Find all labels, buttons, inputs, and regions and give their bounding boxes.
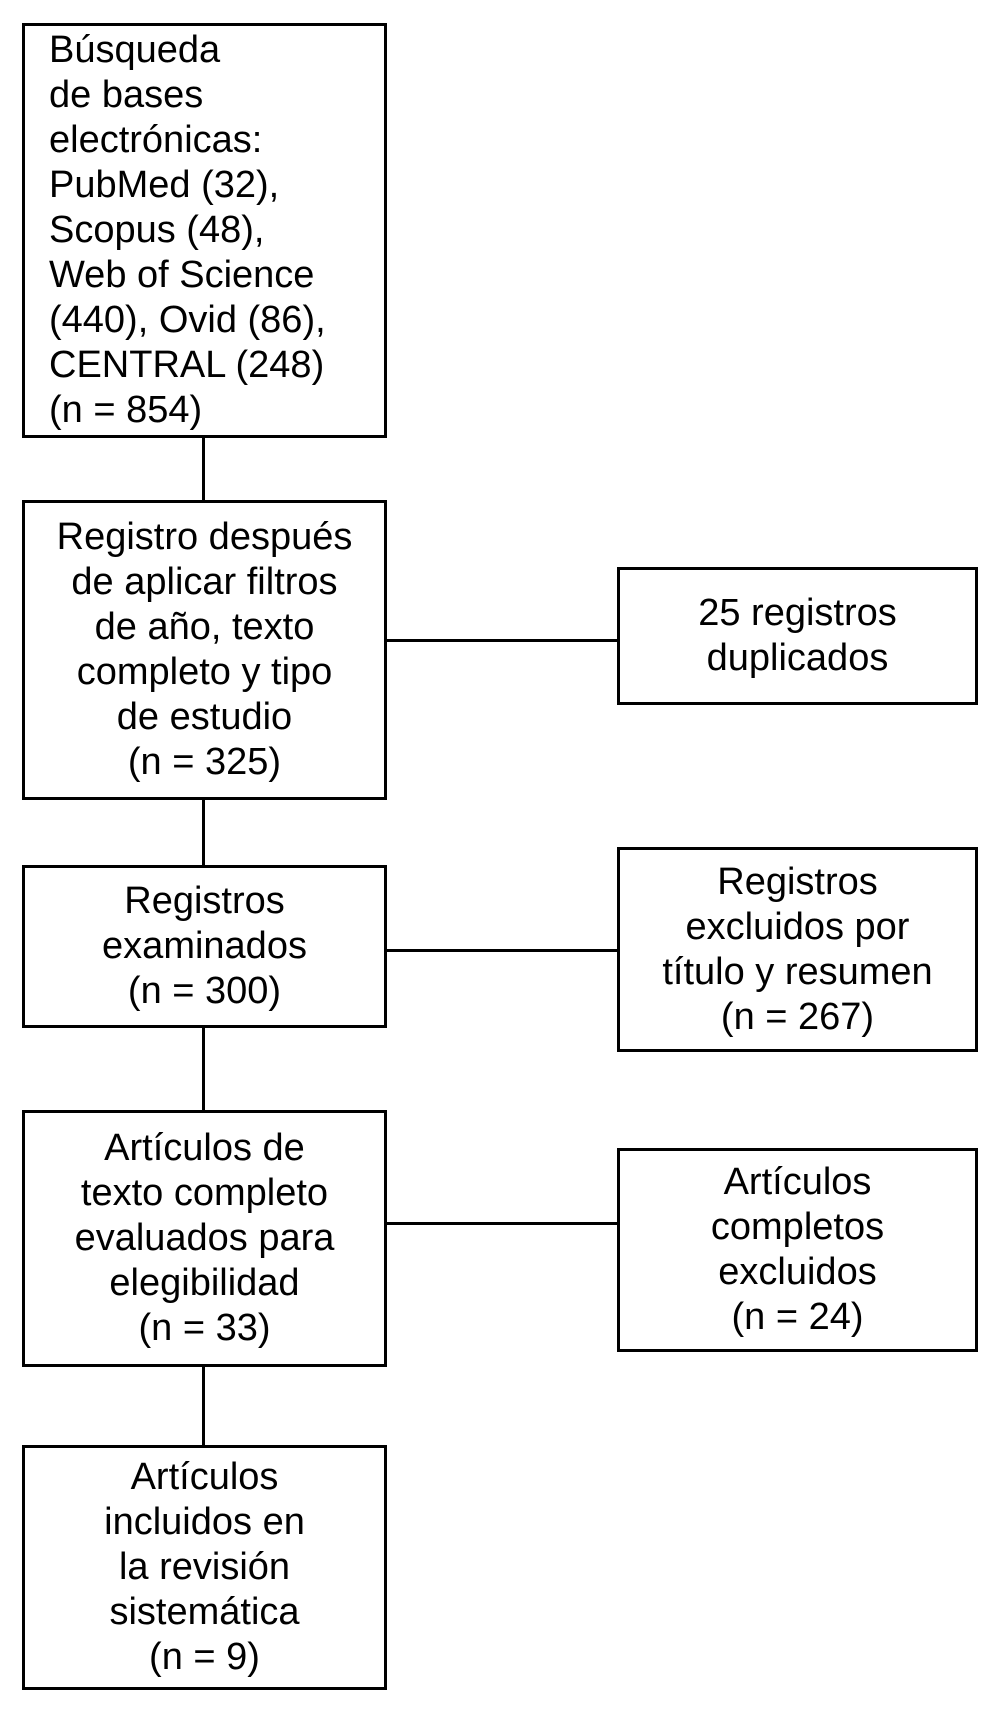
flow-box-after-filters-text: Registro después de aplicar filtros de a… bbox=[56, 516, 353, 783]
connector-fulltext-to-excluded bbox=[385, 1222, 619, 1225]
side-box-duplicates-removed: 25 registros duplicados bbox=[617, 567, 978, 705]
side-box-excluded-title-abstract-text: Registros excluidos por título y resumen… bbox=[662, 860, 933, 1038]
side-box-fulltext-excluded: Artículos completos excluidos (n = 24) bbox=[617, 1148, 978, 1352]
side-box-excluded-title-abstract: Registros excluidos por título y resumen… bbox=[617, 847, 978, 1052]
connector-filters-to-screened bbox=[202, 798, 205, 867]
connector-fulltext-to-included bbox=[202, 1365, 205, 1447]
connector-filters-to-duplicates bbox=[385, 639, 619, 642]
flow-box-included-review: Artículos incluidos en la revisión siste… bbox=[22, 1445, 387, 1690]
flow-box-after-filters: Registro después de aplicar filtros de a… bbox=[22, 500, 387, 800]
flow-box-database-search-text: Búsqueda de bases electrónicas: PubMed (… bbox=[49, 29, 326, 431]
flow-box-records-screened: Registros examinados (n = 300) bbox=[22, 865, 387, 1028]
flow-box-database-search: Búsqueda de bases electrónicas: PubMed (… bbox=[22, 23, 387, 438]
side-box-fulltext-excluded-text: Artículos completos excluidos (n = 24) bbox=[710, 1161, 885, 1338]
flow-box-fulltext-assessed-text: Artículos de texto completo evaluados pa… bbox=[74, 1127, 335, 1349]
connector-screened-to-fulltext bbox=[202, 1026, 205, 1112]
connector-search-to-filters bbox=[202, 438, 205, 502]
connector-screened-to-excluded bbox=[385, 949, 619, 952]
flow-box-included-review-text: Artículos incluidos en la revisión siste… bbox=[104, 1456, 305, 1678]
side-box-duplicates-removed-text: 25 registros duplicados bbox=[698, 592, 897, 679]
flow-box-fulltext-assessed: Artículos de texto completo evaluados pa… bbox=[22, 1110, 387, 1367]
flow-box-records-screened-text: Registros examinados (n = 300) bbox=[102, 880, 307, 1012]
